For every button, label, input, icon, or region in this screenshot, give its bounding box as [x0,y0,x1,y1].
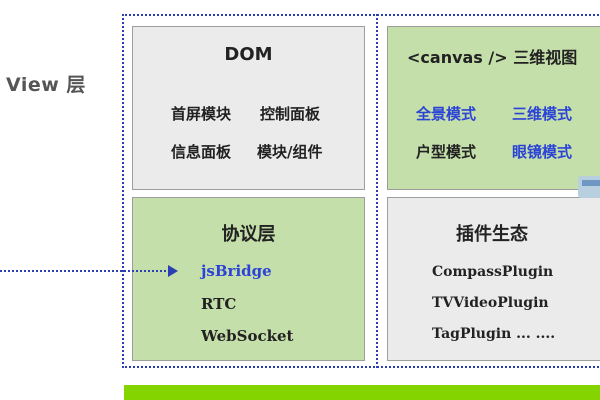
canvas-item-glasses: 眼镜模式 [512,143,573,161]
dom-item-modules: 模块/组件 [257,143,323,161]
protocol-item-jsbridge: jsBridge [201,262,272,280]
jsbridge-arrow-line [0,270,170,272]
canvas-item-panorama: 全景模式 [416,105,477,123]
plugin-box: 插件生态 CompassPlugin TVVideoPlugin TagPlug… [387,197,600,361]
plugin-item-tag: TagPlugin ... .... [432,326,556,342]
canvas-item-floorplan: 户型模式 [416,143,477,161]
edge-tab-stripe [582,180,600,186]
protocol-box: 协议层 jsBridge RTC WebSocket [132,197,365,361]
view-layer-label: View 层 [6,74,86,96]
view-layer-divider [376,14,378,368]
protocol-box-title: 协议层 [221,224,276,245]
protocol-item-websocket: WebSocket [201,327,294,345]
bottom-layer-bar [124,385,600,400]
protocol-item-rtc: RTC [201,295,237,313]
plugin-box-title: 插件生态 [456,224,528,245]
view-layer-dashed-frame [122,14,600,368]
dom-box-title: DOM [224,44,273,65]
dom-item-first-screen: 首屏模块 [171,105,232,123]
dom-box: DOM 首屏模块 控制面板 信息面板 模块/组件 [132,26,365,190]
plugin-item-compass: CompassPlugin [432,264,554,280]
dom-item-control-panel: 控制面板 [260,105,321,123]
canvas-box: <canvas /> 三维视图 全景模式 三维模式 户型模式 眼镜模式 [387,26,600,190]
jsbridge-arrow-head-icon [168,265,178,277]
canvas-box-title: <canvas /> 三维视图 [407,48,578,67]
dom-item-info-panel: 信息面板 [171,143,232,161]
canvas-item-3d: 三维模式 [512,105,573,123]
plugin-item-tvvideo: TVVideoPlugin [432,295,549,311]
